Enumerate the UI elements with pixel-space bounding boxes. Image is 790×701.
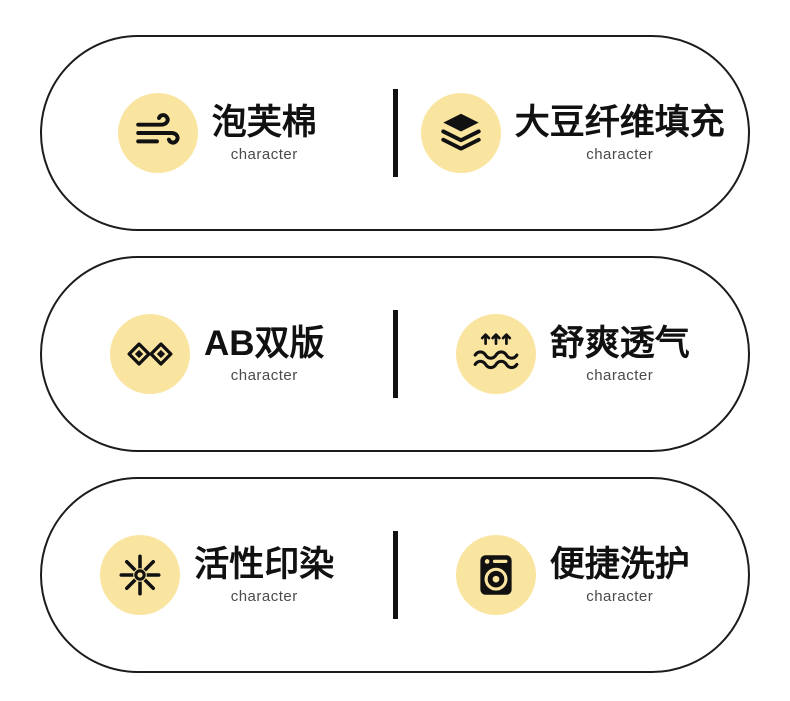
feature-text: AB双版 character xyxy=(204,324,325,383)
feature-subtitle: character xyxy=(586,366,654,384)
feature-text: 舒爽透气 character xyxy=(550,324,690,383)
feature-text: 泡芙棉 character xyxy=(212,103,317,162)
feature-item-easy-care: 便捷洗护 character xyxy=(398,535,749,615)
layers-icon xyxy=(420,93,501,173)
feature-text: 活性印染 character xyxy=(194,545,334,604)
feature-title: 大豆纤维填充 xyxy=(514,103,725,143)
feature-text: 大豆纤维填充 character xyxy=(515,103,725,162)
vertical-divider xyxy=(392,89,398,177)
feature-title: 便捷洗护 xyxy=(549,545,690,585)
feature-title: 舒爽透气 xyxy=(549,324,690,364)
feature-subtitle: character xyxy=(586,145,654,163)
feature-subtitle: character xyxy=(230,587,298,605)
feature-subtitle: character xyxy=(586,587,654,605)
feature-item-reactive-printing: 活性印染 character xyxy=(42,535,393,615)
feature-subtitle: character xyxy=(230,366,298,384)
feature-item-ab-double-side: AB双版 character xyxy=(42,314,393,394)
airflow-waves-icon xyxy=(455,314,536,394)
feature-title: AB双版 xyxy=(203,324,325,364)
vertical-divider xyxy=(392,531,398,619)
feature-row-2: AB双版 character xyxy=(40,256,750,452)
feature-subtitle: character xyxy=(230,145,298,163)
feature-item-breathable: 舒爽透气 character xyxy=(398,314,749,394)
feature-item-soy-fiber-fill: 大豆纤维填充 character xyxy=(398,93,749,173)
feature-text: 便捷洗护 character xyxy=(550,545,690,604)
wind-icon xyxy=(117,93,198,173)
feature-title: 泡芙棉 xyxy=(211,103,317,143)
snowflake-burst-icon xyxy=(100,535,181,615)
washing-machine-icon xyxy=(455,535,536,615)
feature-row-1: 泡芙棉 character 大豆纤维填充 character xyxy=(40,35,750,231)
feature-title: 活性印染 xyxy=(194,545,335,585)
feature-row-3: 活性印染 character 便捷洗护 character xyxy=(40,477,750,673)
vertical-divider xyxy=(392,310,398,398)
feature-item-puff-cotton: 泡芙棉 character xyxy=(42,93,393,173)
double-diamond-icon xyxy=(109,314,190,394)
